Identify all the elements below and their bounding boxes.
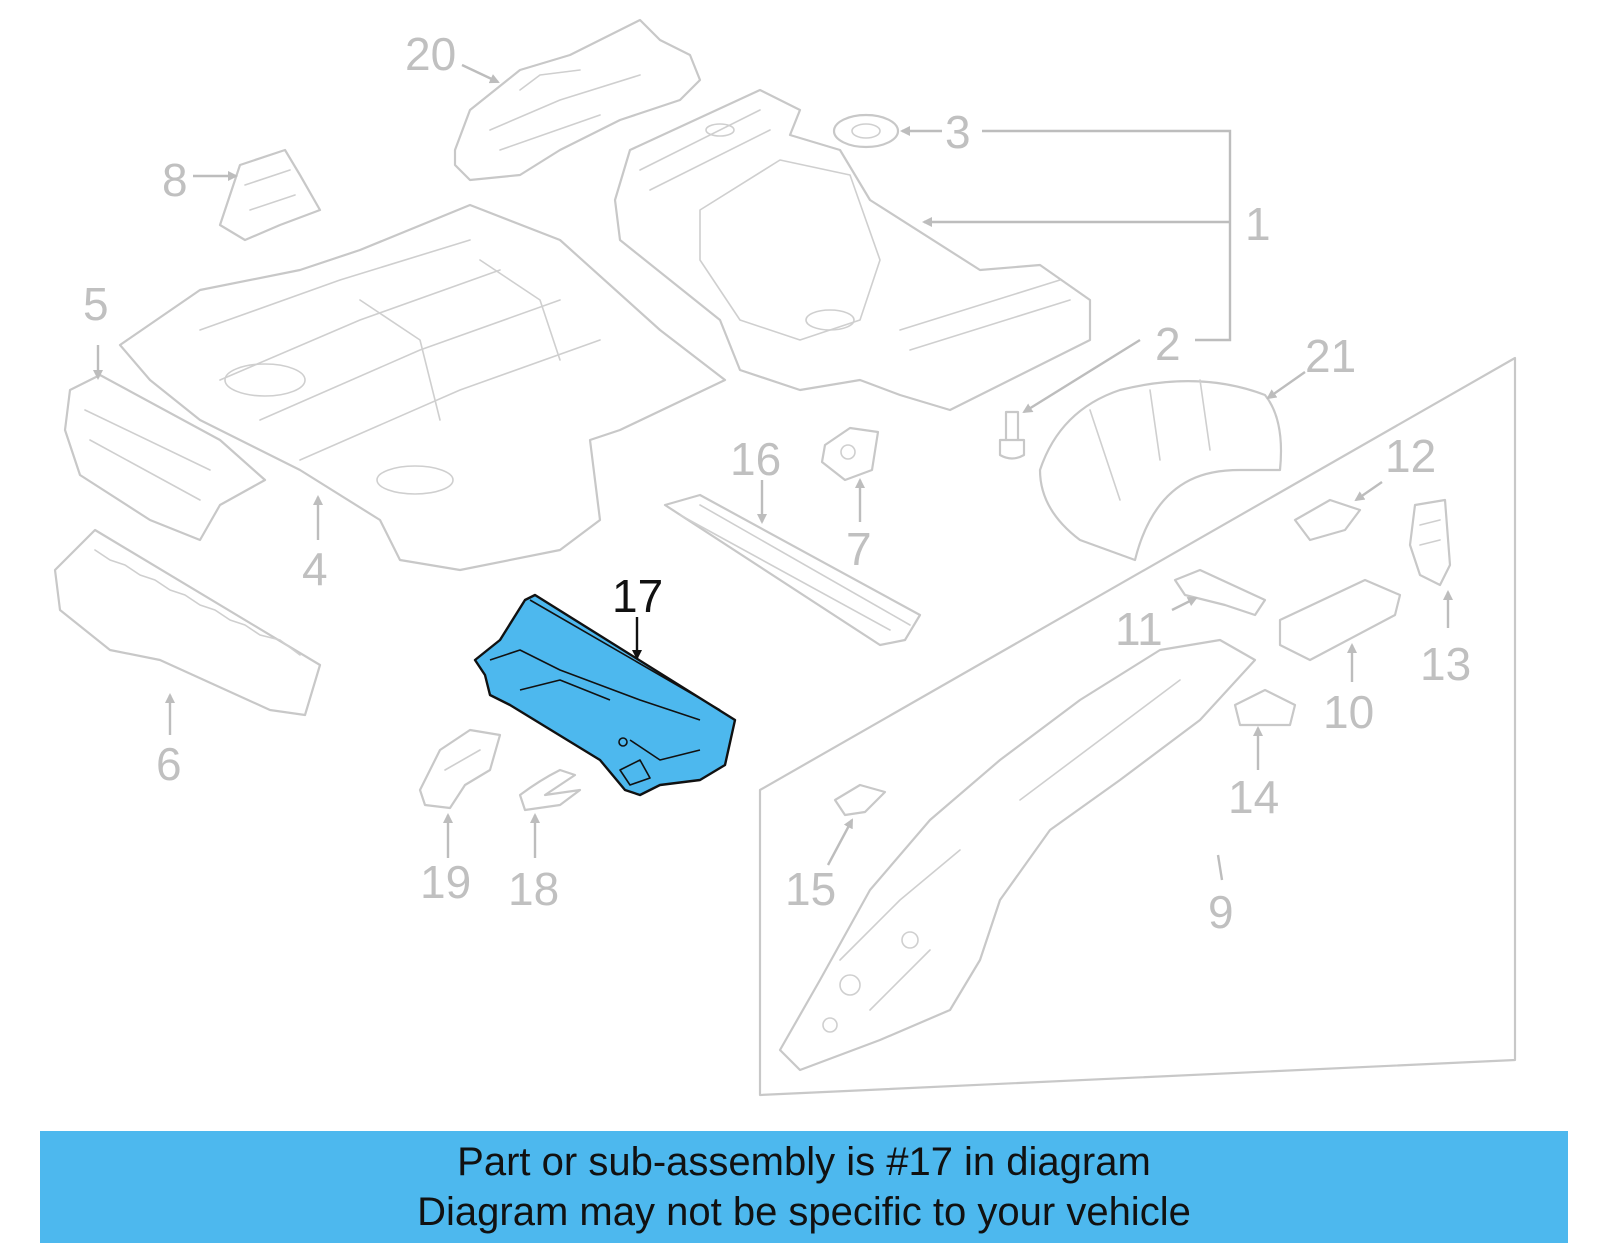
part-7-bracket [820,426,880,482]
callout-14: 14 [1228,771,1279,823]
part-6-reinforcement [53,528,322,717]
part-12-bracket [1293,498,1362,542]
part-19-bracket [418,728,502,810]
part-17-highlighted [473,593,737,797]
callout-20: 20 [405,28,456,80]
banner-line-1: Part or sub-assembly is #17 in diagram [457,1140,1151,1184]
callout-4: 4 [302,543,328,595]
part-20-tunnel-cover [453,18,702,182]
part-15-bracket [833,783,887,817]
callout-18: 18 [508,863,559,915]
part-9-side-member [758,356,1517,1097]
part-11-bracket [1173,568,1267,617]
part-4-front-floor-pan [118,203,727,572]
callout-12: 12 [1385,430,1436,482]
part-16-member [663,493,922,647]
callout-13: 13 [1420,638,1471,690]
callout-15: 15 [785,863,836,915]
callout-16: 16 [730,433,781,485]
part-3-plug [832,113,900,149]
part-1-rear-floor-pan [613,88,1092,412]
callout-10: 10 [1323,686,1374,738]
callout-21: 21 [1305,330,1356,382]
banner-line-2: Diagram may not be specific to your vehi… [417,1190,1191,1234]
part-2-bolt [998,410,1026,460]
callout-19: 19 [420,856,471,908]
info-banner: Part or sub-assembly is #17 in diagram D… [40,1131,1568,1243]
part-8-bracket [218,148,322,242]
callout-8: 8 [162,154,188,206]
leader-lines [93,63,1453,881]
part-5-crossmember [63,373,267,542]
callout-6: 6 [156,738,182,790]
callout-1: 1 [1245,198,1271,250]
callout-17: 17 [612,570,663,622]
callout-7: 7 [846,523,872,575]
part-14-bracket [1233,688,1297,727]
callout-5: 5 [83,278,109,330]
callouts: 20 8 3 1 2 21 5 4 6 16 7 12 11 13 10 14 … [83,28,1471,938]
part-18-clip [518,768,582,812]
part-10-bracket [1278,578,1402,662]
part-13-bracket [1408,498,1452,587]
callout-3: 3 [945,106,971,158]
callout-9: 9 [1208,886,1234,938]
part-21-wheelhouse [1038,379,1283,562]
callout-11: 11 [1115,603,1163,655]
callout-2: 2 [1155,318,1181,370]
